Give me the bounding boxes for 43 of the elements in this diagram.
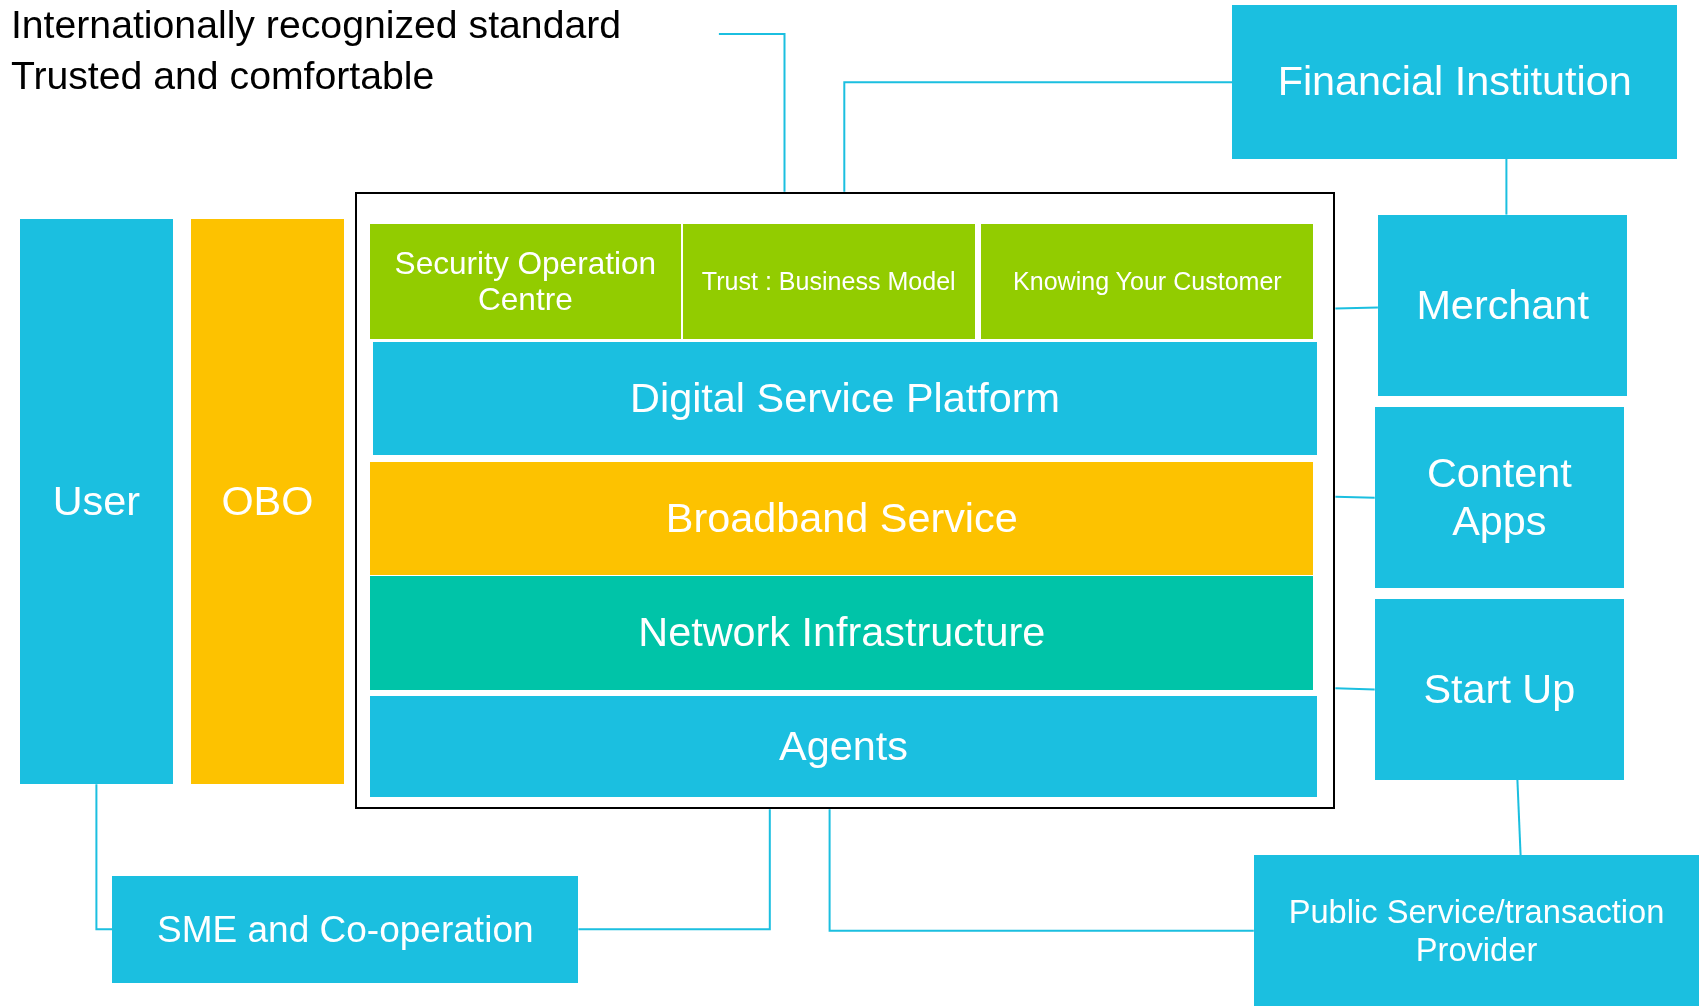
obo-box bbox=[190, 218, 345, 785]
connector-line bbox=[577, 808, 771, 931]
layer-box bbox=[370, 695, 1317, 798]
layer-box bbox=[373, 341, 1317, 456]
box-label: Financial Institution bbox=[1277, 58, 1632, 106]
box-label: Agents bbox=[779, 722, 908, 771]
connector-line bbox=[95, 783, 114, 931]
box-label: Trust : Business Model bbox=[701, 267, 956, 296]
note-text: Internationally recognized standard bbox=[10, 2, 623, 48]
box-label: Public Service/transaction Provider bbox=[1287, 893, 1666, 969]
layer-box bbox=[370, 576, 1314, 691]
box-label: Network Infrastructure bbox=[638, 609, 1046, 657]
connector-line bbox=[1505, 158, 1508, 216]
partner-box bbox=[112, 875, 579, 983]
box-label: Broadband Service bbox=[665, 494, 1018, 543]
partner-box bbox=[1374, 407, 1625, 589]
connector-line bbox=[1334, 306, 1379, 310]
note-text: Trusted and comfortable bbox=[10, 53, 436, 99]
connector-line bbox=[828, 808, 1255, 932]
layer-box bbox=[370, 224, 681, 339]
layer-box bbox=[981, 224, 1314, 339]
box-label: Merchant bbox=[1416, 281, 1589, 330]
connector-line bbox=[1334, 687, 1376, 691]
layer-box bbox=[682, 224, 975, 339]
user-box bbox=[19, 218, 174, 785]
connector-line bbox=[1334, 495, 1376, 499]
connector-line bbox=[717, 33, 786, 193]
partner-box bbox=[1374, 599, 1625, 780]
box-label: SME and Co-operation bbox=[157, 907, 534, 951]
box-label: User bbox=[52, 477, 141, 526]
box-label: Digital Service Platform bbox=[630, 374, 1061, 423]
box-label: Knowing Your Customer bbox=[1013, 267, 1282, 296]
box-label: Security Operation Centre bbox=[393, 245, 658, 318]
box-label: Start Up bbox=[1423, 665, 1576, 714]
layer-box bbox=[370, 461, 1314, 575]
institution-box bbox=[1231, 5, 1678, 159]
box-label: OBO bbox=[221, 477, 314, 526]
partner-box bbox=[1377, 214, 1628, 397]
connector-line bbox=[843, 81, 1233, 193]
partner-box bbox=[1253, 855, 1700, 1007]
box-label: Content Apps bbox=[1425, 450, 1573, 546]
platform-frame bbox=[355, 191, 1336, 810]
connector-line bbox=[1516, 778, 1522, 857]
